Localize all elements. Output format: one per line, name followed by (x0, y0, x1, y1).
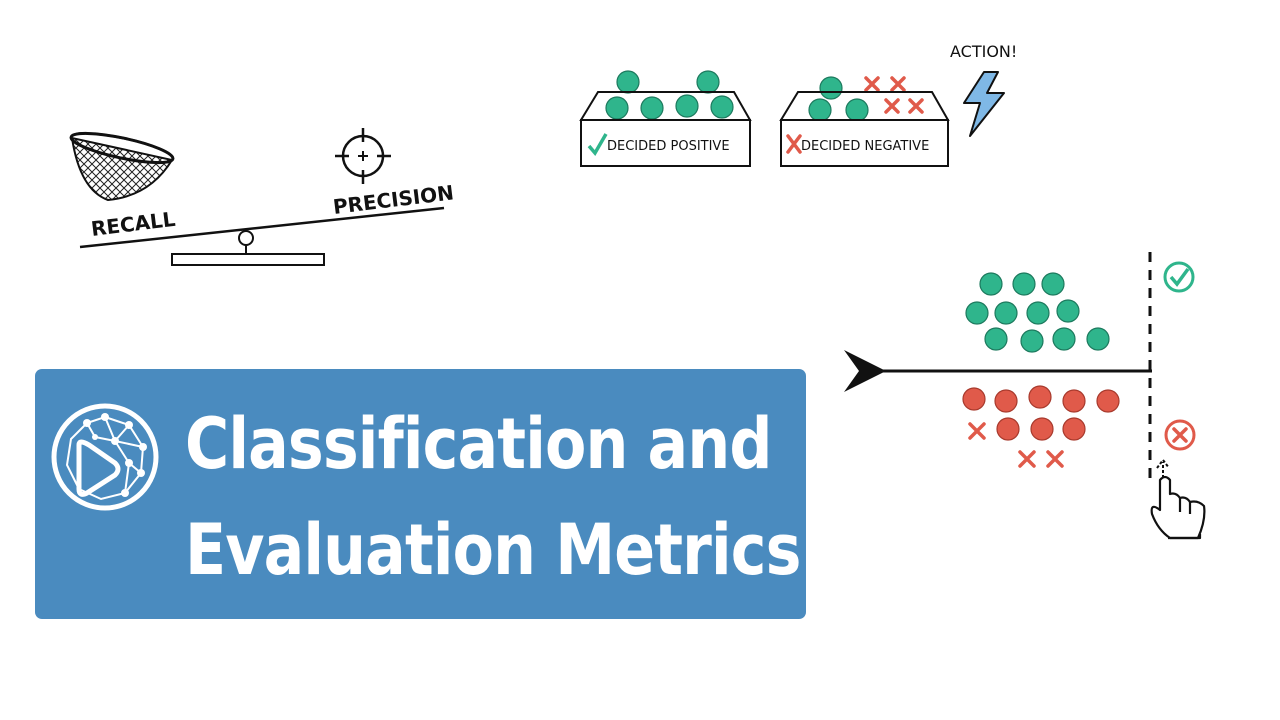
check-circle-icon (1163, 261, 1195, 293)
decided-positive-box: DECIDED POSITIVE (579, 70, 752, 167)
cross-icon (786, 134, 802, 154)
seesaw-plank (79, 206, 445, 249)
positive-dot (819, 76, 843, 100)
check-icon (587, 133, 608, 157)
decided-negative-label: DECIDED NEGATIVE (801, 139, 929, 154)
precision-target-icon (335, 128, 391, 184)
decided-positive-label: DECIDED POSITIVE (607, 139, 730, 154)
negative-x-marks (968, 422, 1064, 468)
play-network-logo-icon (51, 403, 159, 511)
positive-dot (675, 94, 699, 118)
page-title: Classification and Evaluation Metrics (185, 391, 801, 603)
action-callout: ACTION! (950, 42, 1017, 137)
recall-net-icon (69, 131, 175, 202)
positive-dot (710, 95, 734, 119)
pointing-hand-icon (1150, 475, 1206, 540)
decided-negative-box: DECIDED NEGATIVE (779, 76, 950, 167)
lightning-icon (963, 71, 1005, 137)
recall-label: RECALL (90, 207, 177, 241)
positive-dot (605, 96, 629, 120)
recall-precision-seesaw: RECALL PRECISION (69, 128, 455, 266)
positive-dot (616, 70, 640, 94)
positive-dot (808, 98, 832, 122)
positive-dot (696, 70, 720, 94)
seesaw-base (171, 253, 325, 266)
cross-circle-icon (1164, 419, 1196, 451)
positive-cluster (965, 272, 1110, 353)
positive-dot (640, 96, 664, 120)
positive-dot (845, 98, 869, 122)
action-label: ACTION! (950, 42, 1017, 61)
title-line-1: Classification and (185, 403, 772, 485)
negative-x-marks (864, 76, 924, 114)
threshold-diagram (844, 252, 1206, 540)
negative-cluster (962, 385, 1120, 441)
title-banner: Classification and Evaluation Metrics (35, 369, 806, 619)
seesaw-pivot (238, 230, 254, 246)
title-line-2: Evaluation Metrics (185, 509, 801, 591)
